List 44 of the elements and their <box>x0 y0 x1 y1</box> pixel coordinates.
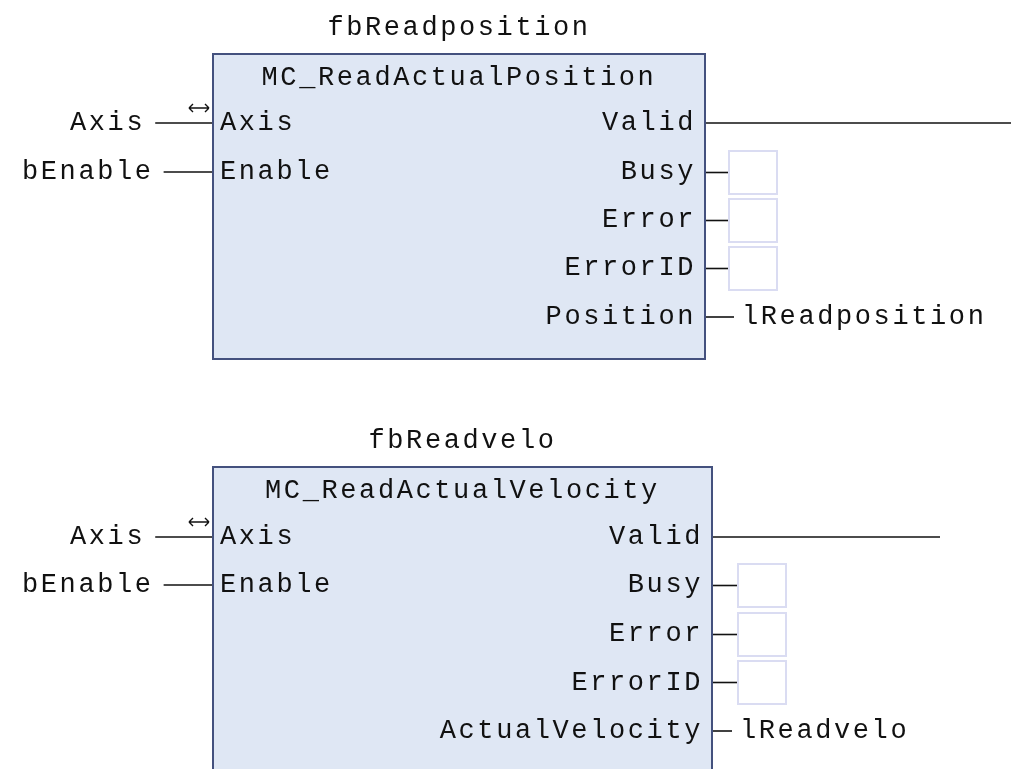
output-pin: Busy <box>627 570 703 600</box>
connector-line <box>712 584 738 587</box>
output-pin: Error <box>602 205 696 235</box>
connector-line <box>712 730 733 732</box>
output-pin: Position <box>545 302 696 332</box>
output-pin: ErrorID <box>564 253 696 283</box>
block-title: fbReadvelo <box>367 426 558 456</box>
input-pin: Axis <box>220 108 296 138</box>
connector-line <box>705 122 1011 124</box>
variable-name: lReadposition <box>742 302 987 332</box>
output-pin: ErrorID <box>571 668 703 698</box>
variable-name: lReadvelo <box>740 716 910 746</box>
output-pin: ActualVelocity <box>439 716 703 746</box>
empty-output-box <box>728 198 778 243</box>
output-pin: Busy <box>620 157 696 187</box>
block-title: fbReadposition <box>326 13 592 43</box>
block-type-name: MC_ReadActualPosition <box>260 63 658 93</box>
connector-line <box>705 316 735 318</box>
empty-output-box <box>737 660 787 705</box>
variable-name: bEnable <box>22 570 154 600</box>
input-pin: Axis <box>220 522 296 552</box>
variable-name: Axis <box>70 108 146 138</box>
connector-line <box>705 267 729 270</box>
block-type-name: MC_ReadActualVelocity <box>264 476 661 506</box>
variable-name: Axis <box>70 522 146 552</box>
connector-line <box>154 122 213 124</box>
input-pin: Enable <box>220 157 333 187</box>
connector-line <box>162 171 213 173</box>
connector-line <box>712 633 738 636</box>
output-pin: Valid <box>609 522 703 552</box>
input-pin: Enable <box>220 570 333 600</box>
connector-line <box>154 536 213 538</box>
variable-name: bEnable <box>22 157 154 187</box>
empty-output-box <box>737 563 787 608</box>
connector-line <box>705 171 729 174</box>
empty-output-box <box>737 612 787 657</box>
connector-line <box>712 681 738 684</box>
empty-output-box <box>728 150 778 195</box>
connector-line <box>712 536 941 538</box>
empty-output-box <box>728 246 778 291</box>
connector-line <box>162 584 213 586</box>
output-pin: Error <box>609 619 703 649</box>
connector-line <box>705 219 729 222</box>
output-pin: Valid <box>602 108 696 138</box>
